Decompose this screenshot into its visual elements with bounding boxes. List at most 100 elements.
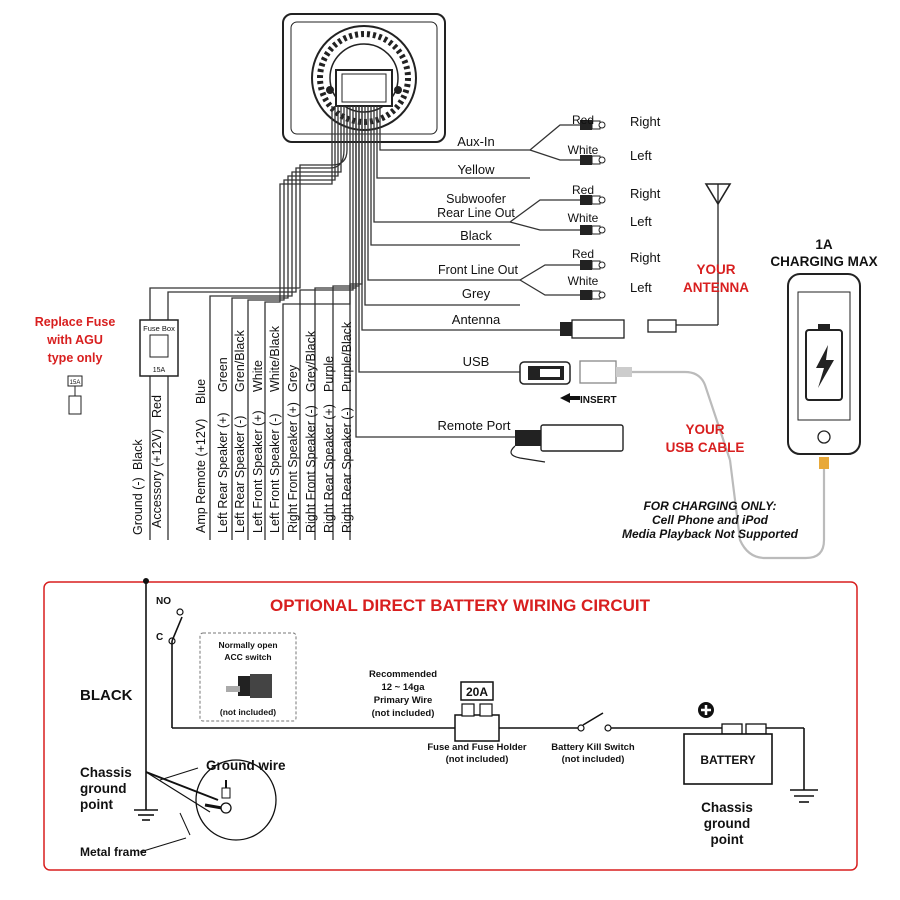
bottom-wire-labels: Ground (-) Black Accessory (+12V) Red Am… <box>131 321 354 535</box>
rca-color-4: White <box>568 211 599 225</box>
recommended-line1: Recommended <box>369 669 437 680</box>
plus-sign-icon <box>701 705 711 715</box>
head-unit <box>282 13 446 143</box>
rca-color-5: Red <box>572 247 594 261</box>
charge-note-line2: Cell Phone and iPod <box>652 513 769 527</box>
switch-c-label: C <box>156 632 163 643</box>
wire-color-rf-neg: Grey/Black <box>304 330 318 392</box>
usb-port <box>519 360 732 461</box>
insert-arrow-icon <box>560 393 580 403</box>
fuse-holder-line1: Fuse and Fuse Holder <box>427 742 527 753</box>
switch-no-label: NO <box>156 596 171 607</box>
acc-switch-line3: (not included) <box>220 707 276 717</box>
charging-line2: CHARGING MAX <box>770 254 877 269</box>
wire-name-ground: Ground (-) <box>131 477 145 535</box>
wire-color-lr-neg: Gren/Black <box>233 329 247 392</box>
kill-switch-line1: Battery Kill Switch <box>551 742 635 753</box>
chassis-right-line1: Chassis <box>701 800 753 815</box>
acc-switch-line2: ACC switch <box>224 652 271 662</box>
wire-name-lf-pos: Left Front Speaker (+) <box>251 410 265 533</box>
your-usb-line1: YOUR <box>685 422 724 437</box>
label-remote-port: Remote Port <box>438 418 511 433</box>
label-antenna: Antenna <box>452 312 501 327</box>
wire-name-rr-neg: Right Rear Speaker (-) <box>340 407 354 533</box>
rca-color-3: Red <box>572 183 594 197</box>
acc-switch-line1: Normally open <box>218 640 277 650</box>
rca-side-2: Left <box>630 148 652 163</box>
wire-name-rf-pos: Right Front Speaker (+) <box>286 402 300 533</box>
fuse-note-line2: with AGU <box>46 333 103 347</box>
battery-circuit-title: OPTIONAL DIRECT BATTERY WIRING CIRCUIT <box>270 596 651 615</box>
chassis-right-line2: ground <box>704 816 751 831</box>
your-antenna-line1: YOUR <box>696 262 735 277</box>
antenna-icon <box>560 183 732 339</box>
battery-wiring <box>134 578 818 821</box>
metal-frame-label: Metal frame <box>80 845 147 859</box>
wire-color-rf-pos: Grey <box>286 364 300 392</box>
wire-name-accessory: Accessory (+12V) <box>150 429 164 528</box>
rca-side-6: Left <box>630 280 652 295</box>
ground-wire-label: Ground wire <box>206 758 286 773</box>
small-fuse-rating: 15A <box>70 380 81 386</box>
wire-color-accessory: Red <box>150 395 164 418</box>
fuse-note-line3: type only <box>48 351 103 365</box>
your-antenna-line2: ANTENNA <box>683 280 749 295</box>
chassis-left-line3: point <box>80 797 113 812</box>
acc-switch-box <box>199 632 297 722</box>
recommended-line3: Primary Wire <box>374 695 433 706</box>
rca-color-2: White <box>568 143 599 157</box>
recommended-line4: (not included) <box>372 708 435 719</box>
charging-line1: 1A <box>815 237 833 252</box>
wire-color-lf-pos: White <box>251 360 265 392</box>
rca-color-6: White <box>568 274 599 288</box>
ground-wire-detail <box>145 759 277 841</box>
rca-side-1: Right <box>630 114 661 129</box>
label-yellow: Yellow <box>457 162 495 177</box>
wire-name-lr-pos: Left Rear Speaker (+) <box>216 412 230 533</box>
phone-icon <box>728 273 861 560</box>
your-usb-line2: USB CABLE <box>666 440 745 455</box>
chassis-left-line1: Chassis <box>80 765 132 780</box>
battery-label: BATTERY <box>700 753 755 767</box>
wire-color-amp-remote: Blue <box>194 379 208 404</box>
chassis-right-line3: point <box>711 832 744 847</box>
wire-color-ground: Black <box>131 439 145 470</box>
charge-note-line3: Media Playback Not Supported <box>622 527 799 541</box>
chassis-left-line2: ground <box>80 781 127 796</box>
label-rear-line-out: Rear Line Out <box>437 206 515 220</box>
metal-frame-leader <box>139 837 187 853</box>
fuse-holder-line2: (not included) <box>446 754 509 765</box>
charge-note-line1: FOR CHARGING ONLY: <box>643 499 776 513</box>
label-aux-in: Aux-In <box>457 134 495 149</box>
wire-color-rr-neg: Purple/Black <box>340 321 354 392</box>
label-front-line-out: Front Line Out <box>438 263 518 277</box>
wire-name-rf-neg: Right Front Speaker (-) <box>304 405 318 533</box>
label-subwoofer: Subwoofer <box>446 192 506 206</box>
fuse-20a-label: 20A <box>466 685 488 699</box>
recommended-line2: 12 ~ 14ga <box>381 682 425 693</box>
wire-color-rr-pos: Purple <box>322 356 336 392</box>
insert-label: INSERT <box>580 395 617 406</box>
rca-side-4: Left <box>630 214 652 229</box>
wire-name-lr-neg: Left Rear Speaker (-) <box>233 416 247 533</box>
wire-harness-bottom <box>149 106 363 540</box>
fuse-box: Fuse Box 15A <box>139 319 179 377</box>
label-grey: Grey <box>462 286 491 301</box>
kill-switch-line2: (not included) <box>562 754 625 765</box>
rca-side-3: Right <box>630 186 661 201</box>
rca-side-5: Right <box>630 250 661 265</box>
black-label: BLACK <box>80 687 133 704</box>
wire-color-lf-neg: White/Black <box>268 325 282 392</box>
rca-connectors <box>580 120 606 300</box>
label-black: Black <box>460 228 492 243</box>
fuse-box-rating: 15A <box>153 367 166 374</box>
wire-name-lf-neg: Left Front Speaker (-) <box>268 414 282 534</box>
fuse-note-line1: Replace Fuse <box>35 315 116 329</box>
wire-color-lr-pos: Green <box>216 357 230 392</box>
wire-name-amp-remote: Amp Remote (+12V) <box>194 419 208 533</box>
wire-name-rr-pos: Right Rear Speaker (+) <box>322 404 336 533</box>
rca-color-1: Red <box>572 113 594 127</box>
label-usb: USB <box>463 354 490 369</box>
remote-port-connector <box>510 424 624 463</box>
